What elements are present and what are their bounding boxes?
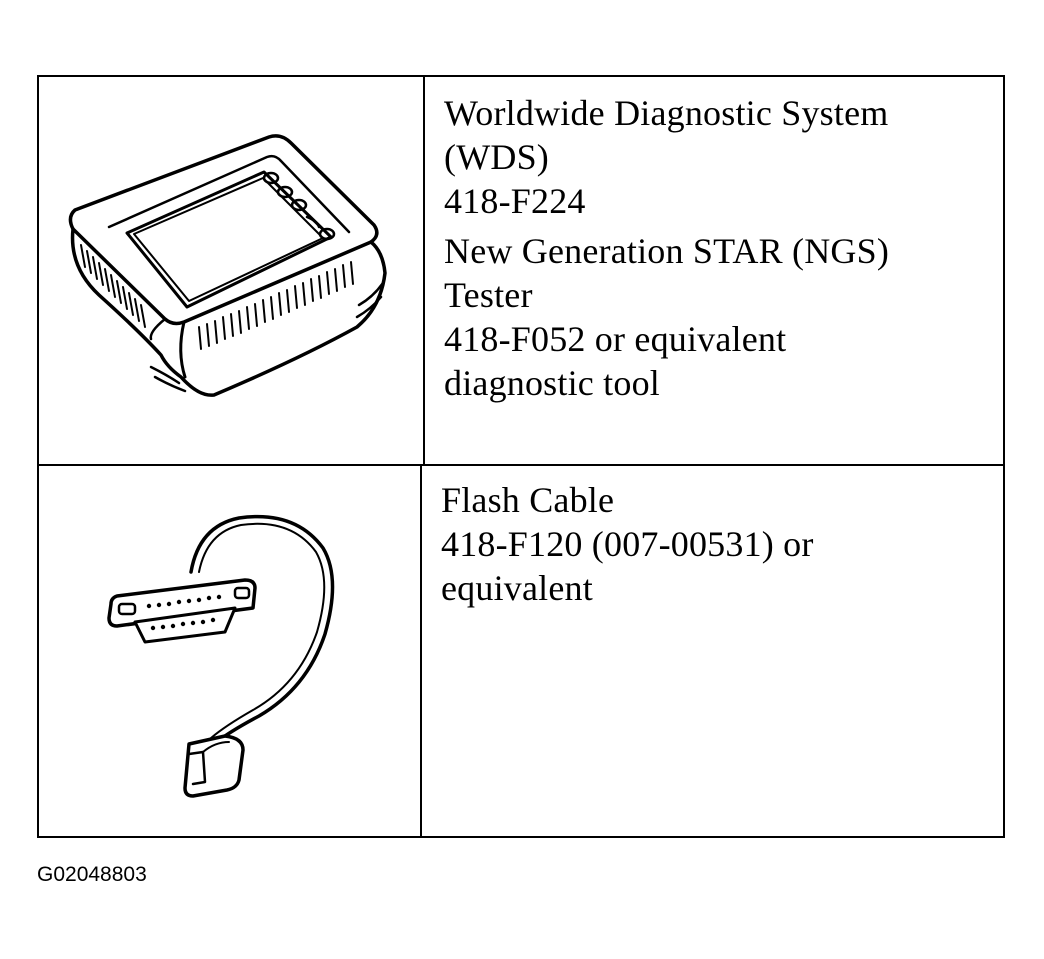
tool-entry-wds: Worldwide Diagnostic System (WDS) 418-F2… — [444, 91, 1003, 223]
tool-name: New Generation STAR (NGS) — [444, 231, 890, 271]
table-row: Flash Cable 418-F120 (007-00531) or equi… — [39, 466, 1003, 836]
tool-description-cell: Worldwide Diagnostic System (WDS) 418-F2… — [425, 77, 1003, 464]
tool-name: Flash Cable — [441, 480, 615, 520]
tool-part-number-continued: diagnostic tool — [444, 363, 660, 403]
illustration-cell — [39, 77, 425, 464]
tool-entry-flash-cable: Flash Cable 418-F120 (007-00531) or equi… — [441, 478, 1003, 610]
flash-cable-icon — [107, 514, 335, 798]
tool-part-number: 418-F120 (007-00531) or — [441, 524, 814, 564]
tool-abbreviation: (WDS) — [444, 137, 549, 177]
diagnostic-tester-icon — [68, 134, 387, 397]
tool-table: Worldwide Diagnostic System (WDS) 418-F2… — [37, 75, 1005, 838]
tool-description-cell: Flash Cable 418-F120 (007-00531) or equi… — [422, 466, 1003, 836]
tool-name-continued: Tester — [444, 275, 533, 315]
figure-id: G02048803 — [37, 863, 147, 886]
table-row: Worldwide Diagnostic System (WDS) 418-F2… — [39, 77, 1003, 466]
illustration-cell — [39, 466, 422, 836]
tool-part-number-continued: equivalent — [441, 568, 593, 608]
tool-entry-ngs: New Generation STAR (NGS) Tester 418-F05… — [444, 229, 1003, 405]
tool-part-number: 418-F224 — [444, 181, 586, 221]
tool-name: Worldwide Diagnostic System — [444, 93, 889, 133]
tool-part-number: 418-F052 or equivalent — [444, 319, 787, 359]
